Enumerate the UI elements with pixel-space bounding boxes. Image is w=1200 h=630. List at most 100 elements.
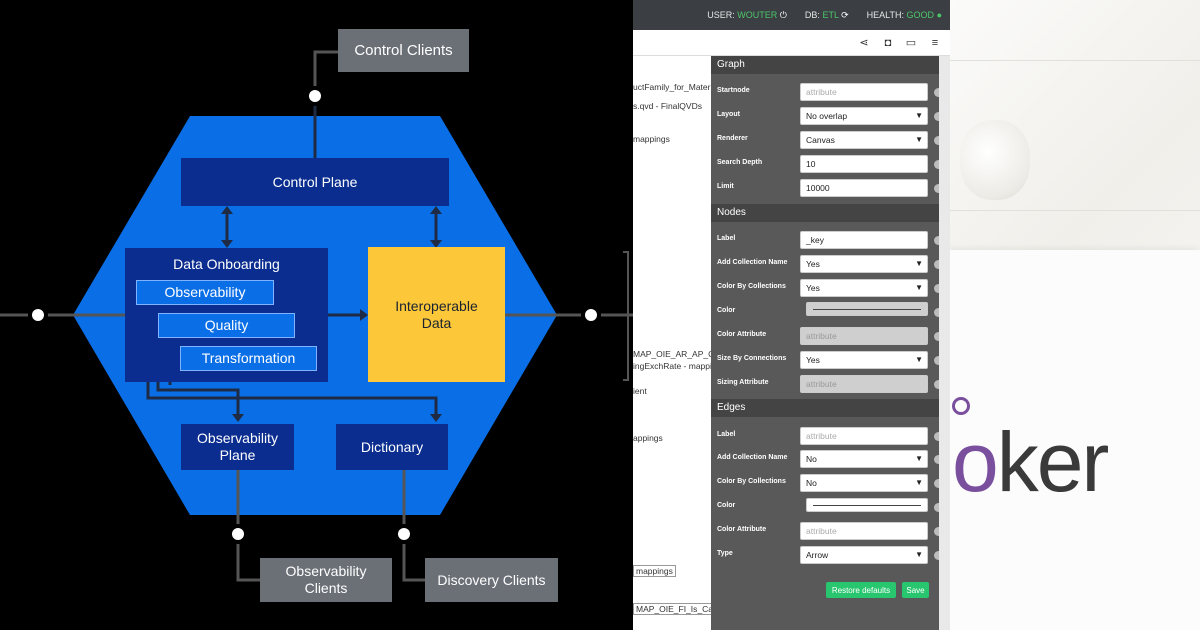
node-add-collection-info-icon[interactable] (934, 260, 943, 269)
row-startnode: Startnode attribute (711, 81, 950, 103)
panel-scrollbar[interactable] (939, 56, 950, 630)
section-graph: Graph (711, 56, 939, 74)
row-edge-color: Color (711, 496, 950, 518)
node-color-by-collections-select[interactable]: Yes▼ (800, 279, 928, 297)
search-depth-info-icon[interactable] (934, 160, 943, 169)
startnode-input[interactable]: attribute (800, 83, 928, 101)
restore-defaults-button[interactable]: Restore defaults (826, 582, 896, 598)
control-plane-box: Control Plane (181, 158, 449, 206)
graph-node-label[interactable]: appings (633, 433, 663, 443)
limit-label: Limit (717, 183, 734, 190)
edge-color-attribute-info-icon[interactable] (934, 527, 943, 536)
edge-type-info-icon[interactable] (934, 551, 943, 560)
discovery-clients-box: Discovery Clients (425, 558, 558, 602)
node-sizing-attribute-input[interactable]: attribute (800, 375, 928, 393)
share-icon[interactable]: ⋖ (859, 37, 869, 49)
node-color-by-collections-label: Color By Collections (717, 283, 786, 290)
graph-node-label[interactable]: ingExchRate - mappi (633, 361, 712, 371)
layout-select[interactable]: No overlap▼ (800, 107, 928, 125)
node-color-attribute-label: Color Attribute (717, 331, 767, 338)
node-color-by-collections-info-icon[interactable] (934, 284, 943, 293)
graph-node-label[interactable]: uctFamily_for_Materia (633, 82, 718, 92)
edge-color-by-collections-select[interactable]: No▼ (800, 474, 928, 492)
layout-info-icon[interactable] (934, 112, 943, 121)
edge-add-collection-label: Add Collection Name (717, 454, 788, 461)
section-nodes: Nodes (711, 204, 939, 222)
row-node-label: Label _key (711, 229, 950, 251)
save-button[interactable]: Save (902, 582, 929, 598)
observability-box: Observability (136, 280, 274, 305)
chevron-down-icon: ▼ (915, 135, 923, 144)
status-bar: USER: WOUTER ⏻ DB: ETL ⟳ HEALTH: GOOD ● (633, 0, 950, 30)
edge-add-collection-info-icon[interactable] (934, 455, 943, 464)
camera-icon[interactable]: ◘ (884, 37, 892, 49)
renderer-info-icon[interactable] (934, 136, 943, 145)
edge-color-info-icon[interactable] (934, 503, 943, 512)
chevron-down-icon: ▼ (915, 283, 923, 292)
chevron-down-icon: ▼ (915, 550, 923, 559)
user-status: USER: WOUTER ⏻ (707, 9, 787, 20)
row-edge-color-by-collections: Color By Collections No▼ (711, 472, 950, 494)
edge-color-picker[interactable] (806, 498, 928, 512)
edge-type-label: Type (717, 550, 733, 557)
node-size-by-connections-info-icon[interactable] (934, 356, 943, 365)
chevron-down-icon: ▼ (915, 454, 923, 463)
quality-box: Quality (158, 313, 295, 338)
data-onboarding-title: Data Onboarding (173, 256, 280, 272)
edge-label-info-icon[interactable] (934, 432, 943, 441)
menu-icon[interactable]: ≡ (931, 37, 939, 49)
row-node-sizing-attribute: Sizing Attribute attribute (711, 373, 950, 395)
node-sizing-attribute-info-icon[interactable] (934, 380, 943, 389)
graph-viewer-app: USER: WOUTER ⏻ DB: ETL ⟳ HEALTH: GOOD ● … (633, 0, 950, 630)
graph-node-tag[interactable]: mappings (633, 565, 676, 577)
refresh-icon[interactable]: ⟳ (841, 9, 849, 20)
edge-color-attribute-input[interactable]: attribute (800, 522, 928, 540)
node-color-attribute-input[interactable]: attribute (800, 327, 928, 345)
graph-toolbar: ⋖ ◘ ▭ ≡ (633, 30, 950, 56)
color-swatch-line (813, 505, 921, 506)
monitor-icon[interactable]: ▭ (905, 37, 917, 49)
wood-grain-line (950, 210, 1200, 211)
observability-plane-box: Observability Plane (181, 424, 294, 470)
startnode-info-icon[interactable] (934, 88, 943, 97)
paper-sheet (950, 250, 1200, 630)
interoperable-data-box: Interoperable Data (368, 247, 505, 382)
graph-node-label[interactable]: mappings (633, 134, 670, 144)
limit-info-icon[interactable] (934, 184, 943, 193)
node-color-label: Color (717, 307, 736, 314)
node-color-info-icon[interactable] (934, 308, 943, 317)
row-limit: Limit 10000 (711, 177, 950, 199)
node-color-attribute-info-icon[interactable] (934, 332, 943, 341)
node-label-input[interactable]: _key (800, 231, 928, 249)
node-size-by-connections-label: Size By Connections (717, 355, 787, 362)
renderer-label: Renderer (717, 135, 748, 142)
limit-input[interactable]: 10000 (800, 179, 928, 197)
db-status: DB: ETL ⟳ (804, 9, 849, 20)
edge-type-select[interactable]: Arrow▼ (800, 546, 928, 564)
color-swatch-line (813, 309, 921, 310)
wood-grain-line (950, 60, 1200, 61)
node-size-by-connections-select[interactable]: Yes▼ (800, 351, 928, 369)
edge-color-label: Color (717, 502, 736, 509)
chevron-down-icon: ▼ (915, 111, 923, 120)
logo: oker (952, 415, 1109, 509)
node-color-picker[interactable] (806, 302, 928, 316)
control-clients-box: Control Clients (338, 29, 469, 72)
node-sizing-attribute-label: Sizing Attribute (717, 379, 769, 386)
edge-label-input[interactable]: attribute (800, 427, 928, 445)
row-layout: Layout No overlap▼ (711, 105, 950, 127)
graph-node-label[interactable]: ient (633, 386, 647, 396)
power-icon[interactable]: ⏻ (779, 9, 787, 20)
node-add-collection-select[interactable]: Yes▼ (800, 255, 928, 273)
graph-node-label[interactable]: s.qvd - FinalQVDs (633, 101, 702, 111)
node-label-info-icon[interactable] (934, 236, 943, 245)
node-add-collection-label: Add Collection Name (717, 259, 788, 266)
graph-node-label[interactable]: MAP_OIE_AR_AP_Cas (633, 349, 724, 359)
transformation-box: Transformation (180, 346, 317, 371)
search-depth-input[interactable]: 10 (800, 155, 928, 173)
renderer-select[interactable]: Canvas▼ (800, 131, 928, 149)
edge-color-by-collections-info-icon[interactable] (934, 479, 943, 488)
edge-color-by-collections-label: Color By Collections (717, 478, 786, 485)
row-node-size-by-connections: Size By Connections Yes▼ (711, 349, 950, 371)
edge-add-collection-select[interactable]: No▼ (800, 450, 928, 468)
